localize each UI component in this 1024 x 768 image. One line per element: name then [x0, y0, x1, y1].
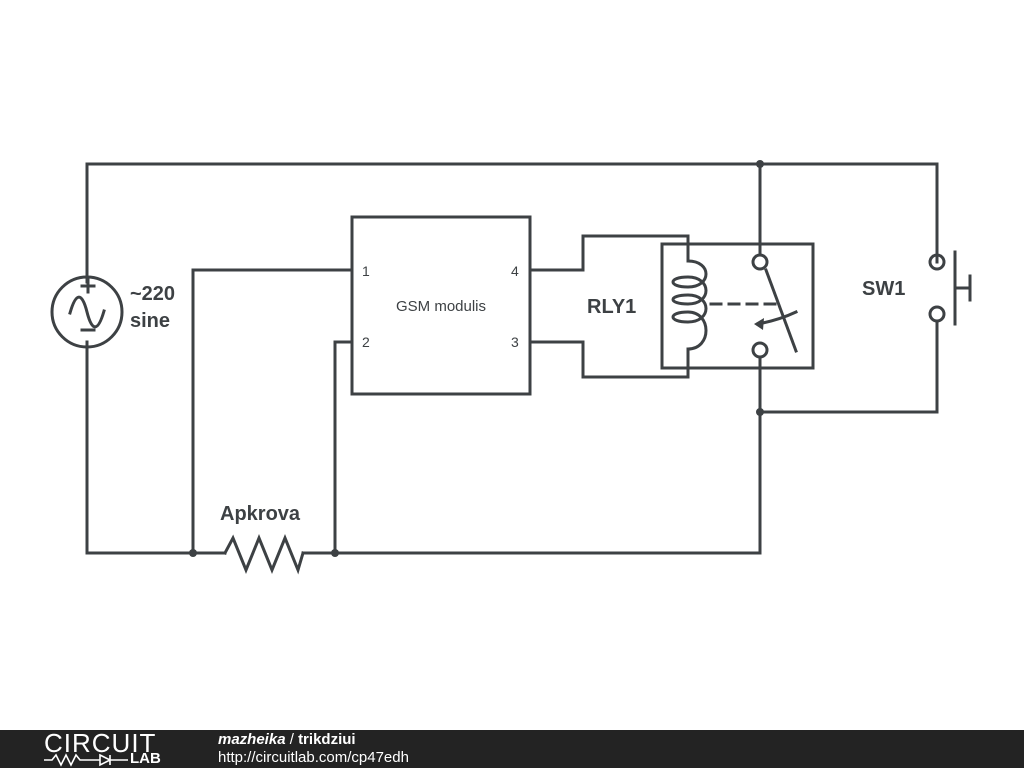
pin-4-label: 4: [511, 263, 519, 279]
relay-contact-common: [751, 253, 769, 271]
wire-resistor-right: [301, 410, 762, 555]
switch-contact-bottom: [928, 305, 946, 323]
switch-push-button: [953, 274, 972, 302]
relay-box: [660, 242, 815, 370]
relay-arrowhead-icon: [754, 318, 764, 330]
circuitlab-logo[interactable]: CIRCUIT LAB: [44, 728, 174, 767]
relay-armature: [764, 268, 798, 353]
credits: mazheika / trikdziui http://circuitlab.c…: [218, 731, 409, 767]
gsm-module-label: GSM modulis: [396, 298, 486, 315]
resistor-diode-logo-icon: [44, 753, 128, 767]
author-name[interactable]: mazheika: [218, 731, 286, 748]
junction-dot: [189, 549, 197, 557]
switch-contact-top: [928, 253, 946, 271]
circuit-title[interactable]: trikdziui: [298, 731, 356, 748]
relay-coil-icon: [671, 259, 708, 351]
junction-dot: [756, 160, 764, 168]
wire-top-rail: [85, 162, 939, 264]
pin-2-label: 2: [362, 334, 370, 350]
logo-circuit-text: CIRCUIT: [44, 728, 157, 758]
footer-bar: CIRCUIT LAB mazheika / trikdziui http://…: [0, 728, 1024, 768]
plus-sign-icon: [80, 278, 96, 294]
relay-contact-no: [751, 341, 769, 359]
relay-rly1[interactable]: RLY1: [587, 242, 815, 370]
schematic-canvas: ~220 sine Apkrova GSM modulis 1 2 4 3 RL…: [50, 160, 972, 575]
resistor-label: Apkrova: [220, 503, 301, 525]
wire-pin4: [528, 234, 690, 272]
ac-source[interactable]: ~220 sine: [50, 275, 175, 349]
switch-label: SW1: [862, 278, 905, 300]
wire-source-bottom: [85, 340, 227, 555]
gsm-module[interactable]: GSM modulis 1 2 4 3: [350, 215, 532, 396]
wire-pin1: [191, 268, 354, 555]
ac-source-symbol: [50, 275, 124, 349]
pin-1-label: 1: [362, 263, 370, 279]
resistor-zigzag: [222, 534, 305, 575]
resistor-apkrova[interactable]: Apkrova: [220, 503, 305, 575]
source-waveform-label: sine: [130, 310, 170, 332]
source-voltage-label: ~220: [130, 283, 175, 305]
wire-relay-no: [758, 319, 939, 414]
junction-dot: [756, 408, 764, 416]
relay-motion-arrow: [756, 310, 798, 326]
junctions: [189, 160, 764, 557]
wire-pin3: [528, 340, 690, 379]
gsm-module-box: [350, 215, 532, 396]
switch-sw1[interactable]: SW1: [862, 250, 972, 326]
credit-separator: /: [289, 731, 294, 748]
relay-label: RLY1: [587, 296, 636, 318]
sine-wave-icon: [68, 295, 106, 329]
pin-3-label: 3: [511, 334, 519, 350]
circuit-url[interactable]: http://circuitlab.com/cp47edh: [218, 749, 409, 766]
wires: [85, 162, 939, 555]
junction-dot: [331, 549, 339, 557]
wire-pin2: [333, 340, 354, 555]
logo-lab-text: LAB: [130, 750, 161, 767]
